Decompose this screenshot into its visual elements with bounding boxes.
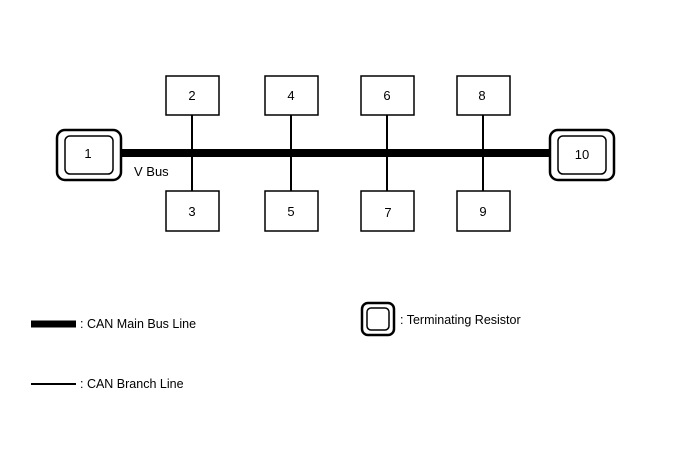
legend-main-bus: : CAN Main Bus Line <box>31 317 196 331</box>
branch-node-6: 6 <box>360 75 415 116</box>
node-label-4: 4 <box>287 88 294 103</box>
node-label-7: 7 <box>384 205 391 220</box>
branch-node-9: 9 <box>456 190 511 232</box>
legend-branch-label: : CAN Branch Line <box>80 377 184 391</box>
legend-terminator-swatch-inner <box>366 307 390 331</box>
branch-node-4: 4 <box>264 75 319 116</box>
node-label-1: 1 <box>84 146 91 161</box>
node-label-9: 9 <box>479 204 486 219</box>
bus-label: V Bus <box>134 164 169 179</box>
legend-terminator: : Terminating Resistor <box>360 301 521 337</box>
node-label-6: 6 <box>383 88 390 103</box>
node-label-5: 5 <box>287 204 294 219</box>
legend-terminator-label: : Terminating Resistor <box>400 313 521 327</box>
node-label-2: 2 <box>188 88 195 103</box>
branch-node-8: 8 <box>456 75 511 116</box>
terminal-node-1: 1 <box>55 128 123 182</box>
legend-main-bus-label: : CAN Main Bus Line <box>80 317 196 331</box>
node-label-8: 8 <box>478 88 485 103</box>
node-label-3: 3 <box>188 204 195 219</box>
legend-branch: : CAN Branch Line <box>31 377 184 391</box>
branch-node-3: 3 <box>165 190 220 232</box>
branch-node-5: 5 <box>264 190 319 232</box>
terminal-node-10: 10 <box>548 128 616 182</box>
branch-node-7: 7 <box>360 190 415 232</box>
node-label-10: 10 <box>575 147 589 162</box>
branch-node-2: 2 <box>165 75 220 116</box>
